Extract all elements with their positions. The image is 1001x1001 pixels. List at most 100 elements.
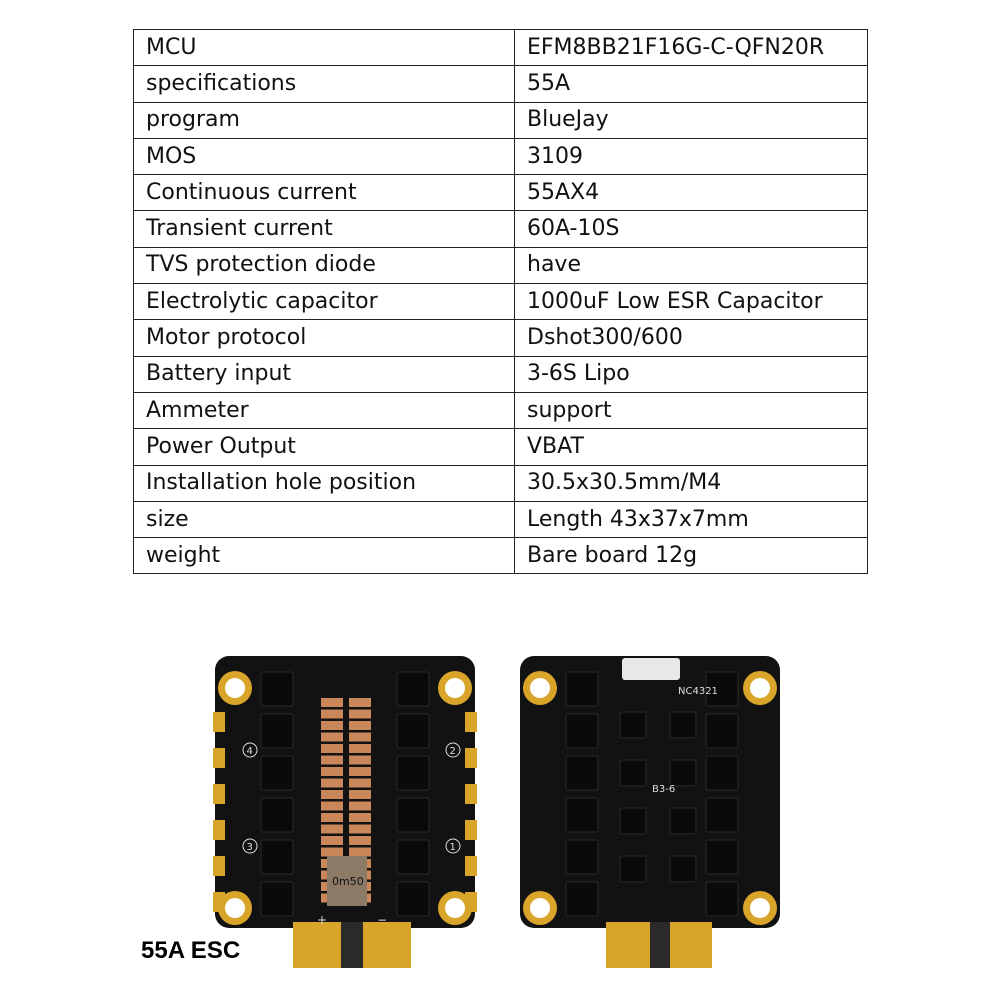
mount-hole-center bbox=[445, 678, 465, 698]
mosfet-chip bbox=[705, 881, 739, 917]
shunt-capacitor bbox=[321, 709, 343, 719]
mosfet-chip bbox=[260, 797, 294, 833]
spec-label: weight bbox=[133, 537, 515, 575]
mosfet-chip bbox=[705, 755, 739, 791]
pcb-body bbox=[520, 656, 780, 928]
connector bbox=[622, 658, 680, 680]
spec-label: Battery input bbox=[133, 355, 515, 393]
shunt-capacitor bbox=[349, 709, 371, 719]
motor-number: 4 bbox=[247, 746, 253, 757]
mount-hole-center bbox=[750, 898, 770, 918]
spec-label: Continuous current bbox=[133, 174, 515, 212]
shunt-capacitor bbox=[321, 836, 343, 845]
motor-number: 3 bbox=[247, 842, 253, 853]
mosfet-chip bbox=[396, 839, 430, 875]
mosfet-chip bbox=[396, 797, 430, 833]
spec-value: 3109 bbox=[514, 137, 868, 176]
motor-number: 2 bbox=[450, 746, 456, 757]
spec-value: 1000uF Low ESR Capacitor bbox=[514, 283, 868, 321]
mount-hole-center bbox=[225, 678, 245, 698]
mosfet-chip bbox=[565, 839, 599, 875]
spec-label: size bbox=[133, 500, 515, 539]
shunt-capacitor bbox=[349, 732, 371, 742]
motor-pad bbox=[213, 712, 225, 732]
motor-pad bbox=[465, 748, 477, 768]
motor-pad bbox=[465, 820, 477, 840]
mosfet-chip bbox=[705, 797, 739, 833]
spec-label: Installation hole position bbox=[133, 464, 515, 502]
motor-number-circle bbox=[445, 838, 461, 854]
spec-value: Bare board 12g bbox=[514, 537, 868, 575]
spec-value: 55A bbox=[514, 65, 868, 103]
motor-pad bbox=[213, 748, 225, 768]
driver-chip bbox=[669, 711, 697, 739]
shunt-capacitor bbox=[349, 755, 371, 765]
shunt-capacitor bbox=[321, 847, 343, 857]
motor-pad bbox=[213, 856, 225, 876]
mosfet-chip bbox=[396, 713, 430, 749]
motor-pad bbox=[465, 856, 477, 876]
spec-label: MOS bbox=[133, 137, 515, 176]
mount-hole-center bbox=[445, 898, 465, 918]
motor-pad bbox=[465, 712, 477, 732]
mosfet-chip bbox=[260, 755, 294, 791]
shunt-capacitor bbox=[349, 744, 371, 753]
shunt-marking: 0m50 bbox=[332, 875, 364, 888]
shunt-capacitor bbox=[321, 755, 343, 765]
driver-chip bbox=[619, 807, 647, 835]
spec-label: Transient current bbox=[133, 210, 515, 248]
mosfet-chip bbox=[565, 881, 599, 917]
mosfet-chip bbox=[565, 797, 599, 833]
driver-chip bbox=[669, 759, 697, 787]
shunt-capacitor bbox=[349, 778, 371, 788]
spec-value: 55AX4 bbox=[514, 174, 868, 212]
motor-pad bbox=[213, 784, 225, 804]
esc-board-front: + − 0m50 4 2 3 1 bbox=[213, 656, 477, 968]
motor-number: 1 bbox=[450, 842, 456, 853]
shunt-capacitor bbox=[321, 813, 343, 822]
current-shunt bbox=[327, 856, 367, 906]
shunt-capacitor bbox=[349, 813, 371, 822]
driver-chip bbox=[619, 855, 647, 883]
spec-value: BlueJay bbox=[514, 101, 868, 139]
mount-hole-center bbox=[225, 898, 245, 918]
mosfet-chip bbox=[565, 671, 599, 707]
mount-hole-center bbox=[750, 678, 770, 698]
mosfet-chip bbox=[396, 881, 430, 917]
shunt-capacitor bbox=[349, 767, 371, 776]
spec-value: VBAT bbox=[514, 428, 868, 466]
motor-pad bbox=[213, 892, 225, 912]
spec-value: 60A-10S bbox=[514, 210, 868, 248]
driver-chip bbox=[669, 855, 697, 883]
shunt-capacitor bbox=[321, 744, 343, 753]
shunt-capacitor bbox=[349, 801, 371, 811]
spec-value: Dshot300/600 bbox=[514, 319, 868, 357]
mount-hole-center bbox=[530, 678, 550, 698]
spec-label: TVS protection diode bbox=[133, 246, 515, 285]
board-marking: B3-6 bbox=[652, 784, 675, 795]
mosfet-chip bbox=[705, 839, 739, 875]
shunt-capacitor bbox=[321, 824, 343, 834]
shunt-capacitor bbox=[349, 698, 371, 707]
mosfet-chip bbox=[705, 671, 739, 707]
mount-hole-center bbox=[530, 898, 550, 918]
shunt-capacitor bbox=[349, 836, 371, 845]
plus-label: + bbox=[317, 913, 327, 927]
spec-label: Ammeter bbox=[133, 391, 515, 430]
spec-value: 30.5x30.5mm/M4 bbox=[514, 464, 868, 502]
spec-label: MCU bbox=[133, 28, 515, 67]
mosfet-chip bbox=[260, 881, 294, 917]
motor-pad bbox=[465, 784, 477, 804]
minus-label: − bbox=[377, 913, 387, 927]
shunt-capacitor bbox=[321, 732, 343, 742]
